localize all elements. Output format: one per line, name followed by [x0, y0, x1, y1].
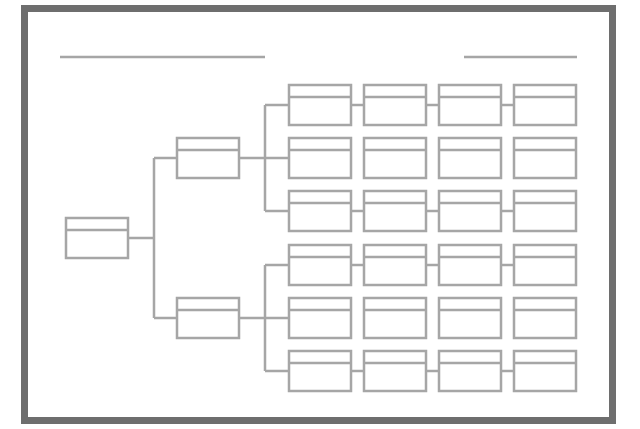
leaf-node-r6-c1	[287, 349, 353, 393]
leaf-node-r6-c3	[437, 349, 503, 393]
leaf-node-r2-c2	[362, 136, 428, 180]
leaf-node-r4-c3	[437, 243, 503, 287]
leaf-node-r5-c2	[362, 296, 428, 340]
leaf-node-r3-c4	[512, 189, 578, 233]
leaf-node-r5-c3	[437, 296, 503, 340]
leaf-node-r3-c2	[362, 189, 428, 233]
leaf-node-r1-c1	[287, 83, 353, 127]
leaf-node-r4-c1	[287, 243, 353, 287]
leaf-node-r2-c4	[512, 136, 578, 180]
leaf-node-r1-c3	[437, 83, 503, 127]
leaf-node-r2-c3	[437, 136, 503, 180]
leaf-node-r1-c4	[512, 83, 578, 127]
level1-node-2	[175, 296, 241, 340]
leaf-node-r3-c3	[437, 189, 503, 233]
level1-node-1	[175, 136, 241, 180]
leaf-node-r6-c2	[362, 349, 428, 393]
leaf-node-r6-c4	[512, 349, 578, 393]
leaf-node-r2-c1	[287, 136, 353, 180]
leaf-node-r1-c2	[362, 83, 428, 127]
leaf-node-r4-c4	[512, 243, 578, 287]
leaf-node-r5-c4	[512, 296, 578, 340]
leaf-node-r5-c1	[287, 296, 353, 340]
root-node	[64, 216, 130, 260]
leaf-node-r4-c2	[362, 243, 428, 287]
leaf-node-r3-c1	[287, 189, 353, 233]
